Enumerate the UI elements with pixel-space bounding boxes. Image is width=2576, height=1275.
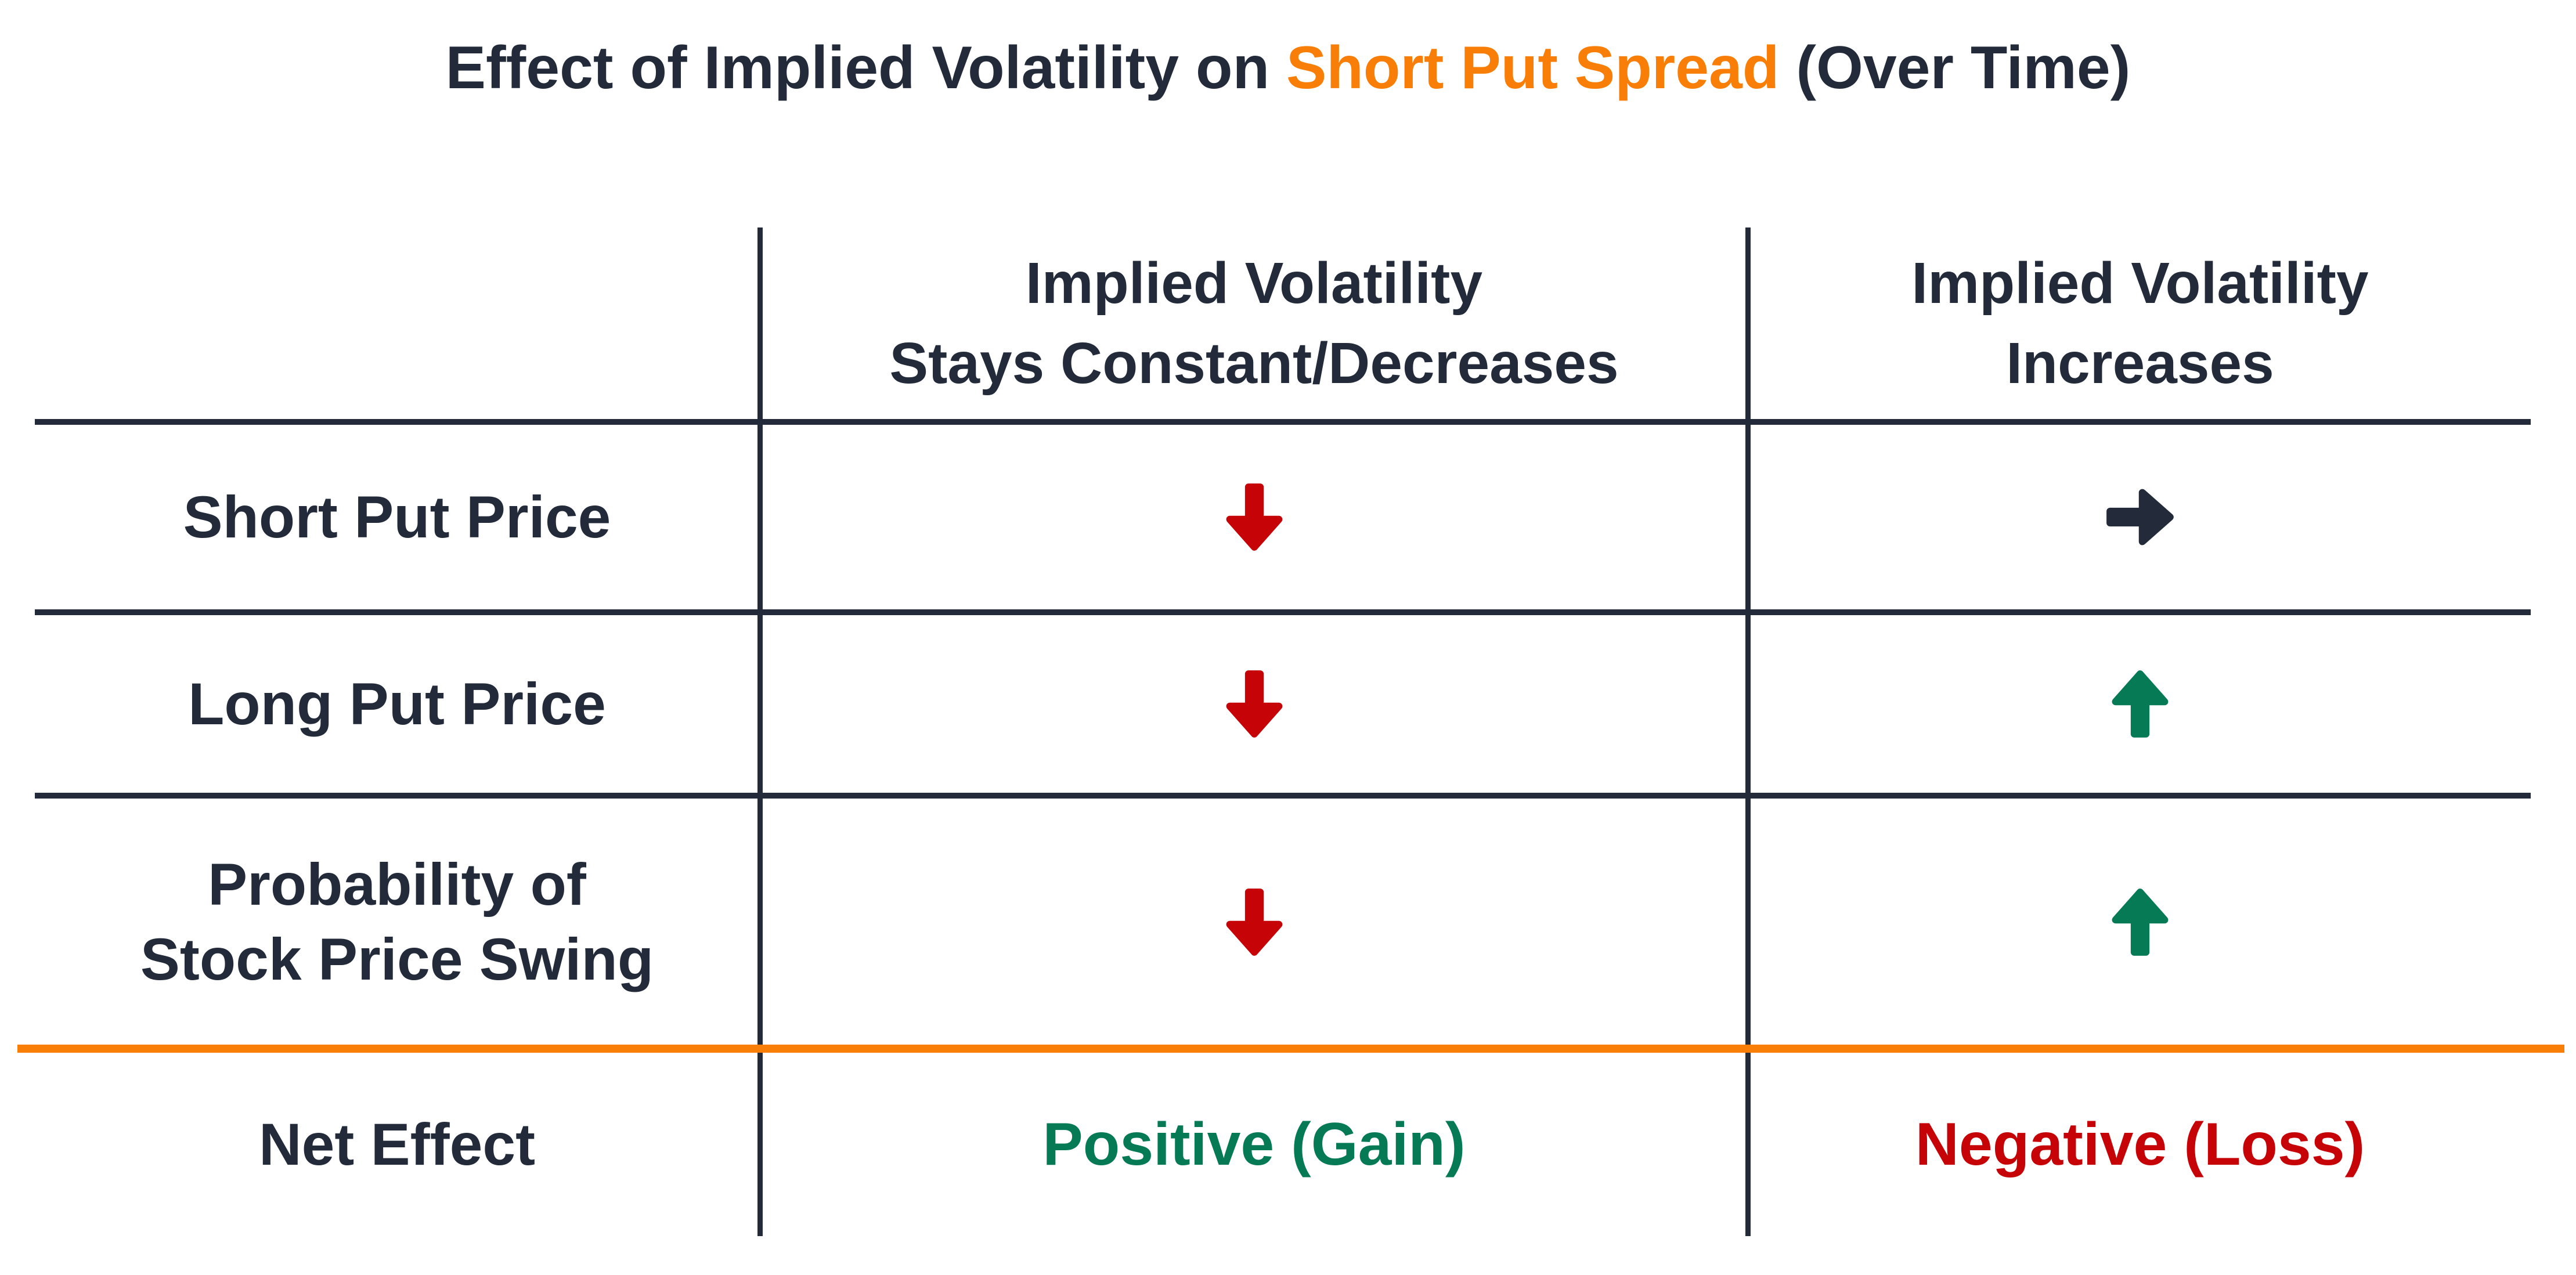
table-horizontal-divider-3 [35,793,2531,799]
arrow-up-icon [2105,667,2175,741]
arrow-down-icon [1219,885,1290,959]
title-highlight: Short Put Spread [1286,34,1780,102]
row-label-short-put-price: Short Put Price [183,483,611,550]
cell-row3-iv-increases [1751,799,2530,1046]
arrow-up-icon [2105,885,2175,959]
net-effect-negative-value: Negative (Loss) [1915,1111,2365,1178]
cell-row3-iv-constant [763,799,1745,1046]
net-effect-divider [17,1045,2564,1053]
arrow-down-icon [1219,667,1290,741]
table-vertical-divider-1 [757,227,763,1236]
net-effect-positive-value: Positive (Gain) [1042,1111,1466,1178]
column-header-iv-increases: Implied Volatility Increases [1911,251,2369,396]
cell-row2-iv-increases [1751,615,2530,793]
row-label-probability-stock-price-swing: Probability of Stock Price Swing [140,851,654,992]
row-label-net-effect: Net Effect [258,1111,536,1178]
arrow-down-icon [1219,480,1290,554]
title-suffix: (Over Time) [1779,34,2131,102]
cell-row1-iv-increases [1751,425,2530,609]
cell-row1-iv-constant [763,425,1745,609]
arrow-right-icon [2105,480,2175,554]
title-prefix: Effect of Implied Volatility on [445,34,1286,102]
table-horizontal-divider-2 [35,609,2531,615]
row-label-long-put-price: Long Put Price [188,670,606,737]
cell-row2-iv-constant [763,615,1745,793]
table-vertical-divider-2 [1745,227,1751,1236]
column-header-iv-constant: Implied Volatility Stays Constant/Decrea… [889,251,1619,396]
page-title: Effect of Implied Volatility on Short Pu… [0,34,2576,103]
table-horizontal-divider-1 [35,419,2531,425]
